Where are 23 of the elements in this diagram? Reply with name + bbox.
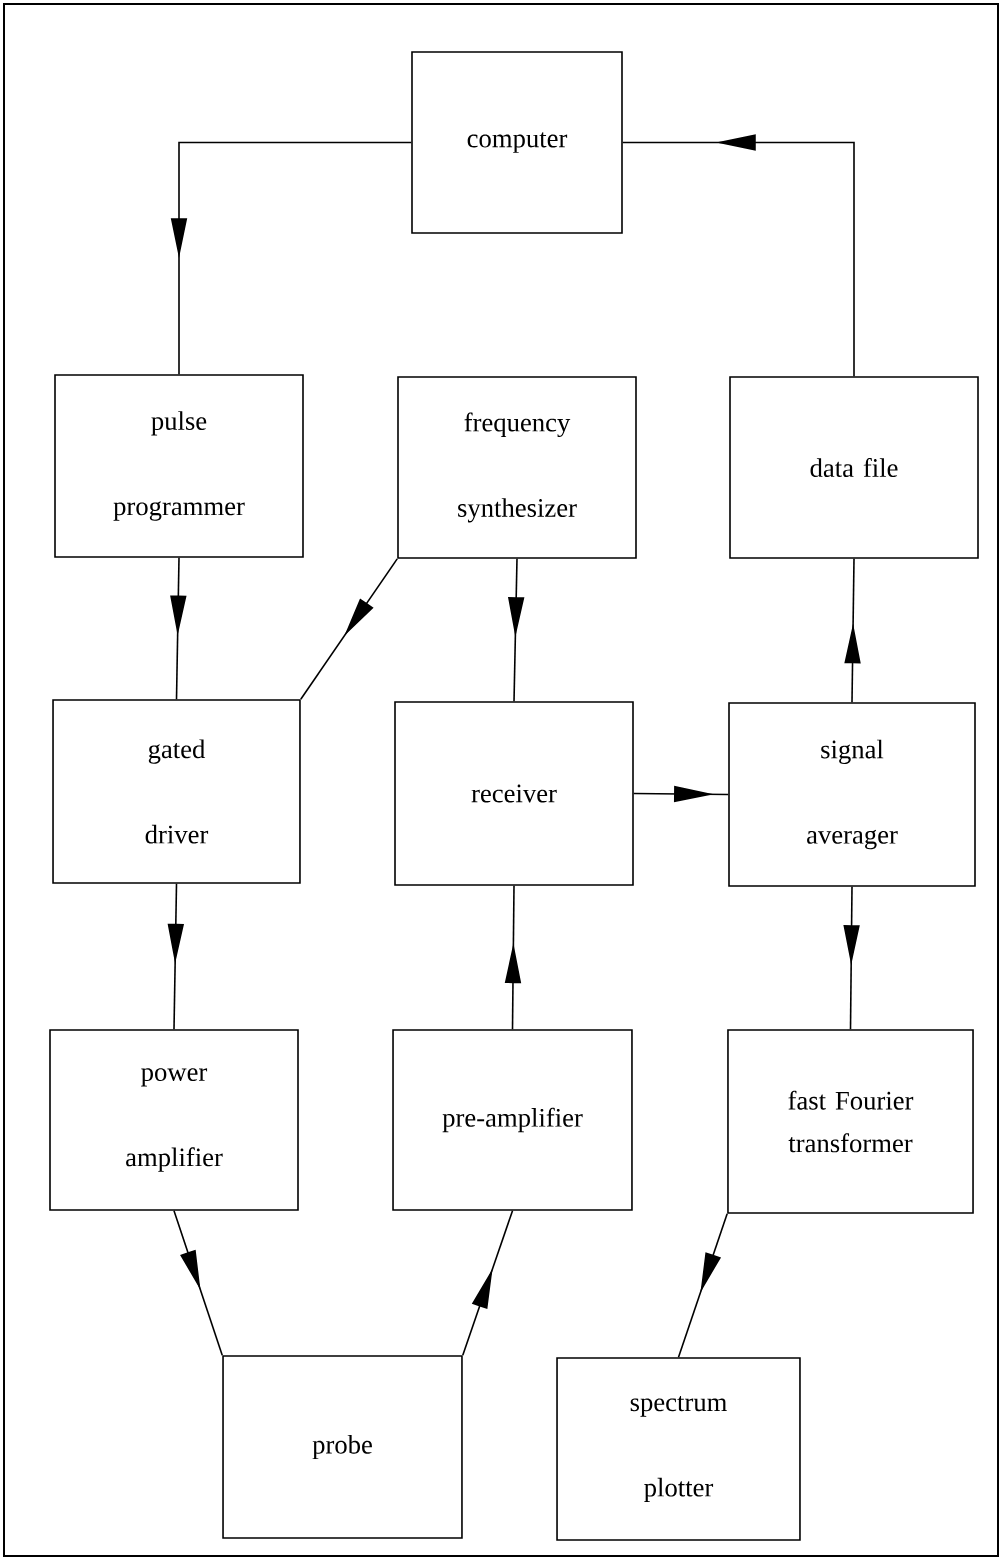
arrow (461, 1210, 514, 1356)
process-box: spectrum plotter (556, 1357, 801, 1541)
process-box: signal averager (728, 702, 976, 887)
arrow (844, 558, 861, 704)
arrow (170, 141, 412, 375)
arrow (622, 134, 855, 377)
arrow (299, 558, 398, 701)
arrow (843, 886, 860, 1031)
process-box: computer (411, 51, 623, 234)
process-box: receiver (394, 701, 634, 886)
arrow (170, 557, 187, 701)
process-box: pulse programmer (54, 374, 304, 558)
process-box: frequency synthesizer (397, 376, 637, 559)
process-box: probe (222, 1355, 463, 1539)
process-box: gated driver (52, 699, 301, 884)
arrow (167, 883, 185, 1030)
arrow (677, 1213, 728, 1358)
process-box: pre-amplifier (392, 1029, 633, 1211)
arrow (173, 1210, 224, 1356)
arrow (504, 885, 522, 1030)
process-box: power amplifier (49, 1029, 299, 1211)
process-box: fast Fourier transformer (727, 1029, 974, 1214)
process-box: data file (729, 376, 979, 559)
